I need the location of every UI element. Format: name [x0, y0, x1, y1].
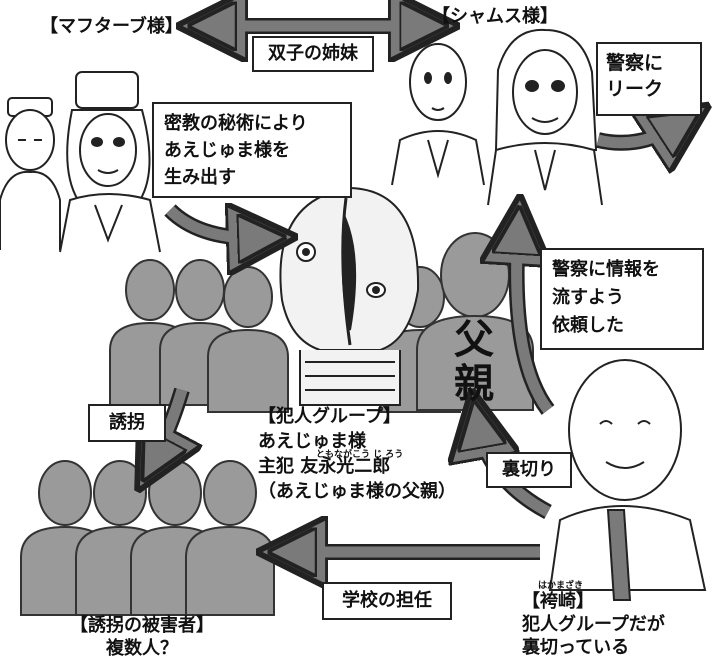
request-line-3: 依頼した: [552, 315, 624, 336]
father-char-1: 父: [454, 317, 494, 363]
hakamazaki-betray: 裏切っている: [522, 637, 630, 658]
mafutabu-figure-right: [59, 71, 161, 253]
arrow-secret-art: [164, 210, 262, 238]
hakamazaki-furigana: はかまざき: [538, 581, 584, 591]
criminal-group-aejuma: あえじゅま様: [258, 431, 366, 452]
secret-art-line-2: あえじゅま様を: [164, 140, 290, 161]
arrow-request: [517, 230, 548, 415]
teacher-box: 学校の担任: [322, 582, 452, 620]
leak-line-2: リーク: [606, 78, 664, 100]
arrow-leak: [596, 124, 680, 143]
victim-silhouettes: [20, 460, 275, 616]
secret-art-line-1: 密教の秘術により: [164, 113, 308, 134]
request-box: 警察に情報を 流すよう 依頼した: [540, 248, 704, 350]
request-line-1: 警察に情報を: [552, 259, 660, 280]
hakamazaki-figure: [548, 359, 707, 601]
victims-caption: 【誘拐の被害者】 複数人？: [70, 614, 214, 660]
shamus-figure-right: [487, 28, 603, 206]
leader-furigana: ともながこう じ ろう: [316, 450, 404, 460]
leak-box: 警察に リーク: [596, 42, 702, 116]
criminal-group-caption: 【犯人グループ】 あえじゅま様 主犯 友永光二郎 （あえじゅま様の父親）: [258, 404, 456, 504]
hakamazaki-caption: 【袴崎】 犯人グループだが 裏切っている: [522, 590, 665, 659]
request-line-2: 流すよう: [552, 287, 624, 308]
criminal-group-title: 【犯人グループ】: [258, 406, 401, 427]
father-char-2: 親: [454, 361, 494, 407]
mafutabu-label: 【マフターブ様】: [40, 16, 183, 37]
shamus-label: 【シャムス様】: [432, 6, 558, 27]
victims-count: 複数人？: [106, 638, 178, 659]
shamus-figure-left: [391, 43, 485, 186]
hakamazaki-role: 犯人グループだが: [522, 614, 665, 635]
arrows: [154, 26, 680, 552]
betray-box: 裏切り: [486, 452, 572, 488]
criminal-group-note: （あえじゅま様の父親）: [258, 481, 456, 502]
hakamazaki-title: 【袴崎】: [522, 591, 594, 612]
twins-box: 双子の姉妹: [252, 36, 374, 72]
criminal-group-leader: 主犯 友永光二郎: [258, 456, 391, 477]
father-label: 父 親: [454, 318, 494, 406]
secret-art-box: 密教の秘術により あえじゅま様を 生み出す: [152, 102, 352, 198]
kidnap-box: 誘拐: [88, 404, 166, 442]
victims-title: 【誘拐の被害者】: [70, 615, 214, 636]
mafutabu-figure-left: [0, 97, 61, 250]
leak-line-1: 警察に: [606, 52, 664, 74]
secret-art-line-3: 生み出す: [164, 167, 236, 188]
aejuma-monster: [279, 186, 420, 406]
arrow-kidnap: [154, 387, 182, 460]
